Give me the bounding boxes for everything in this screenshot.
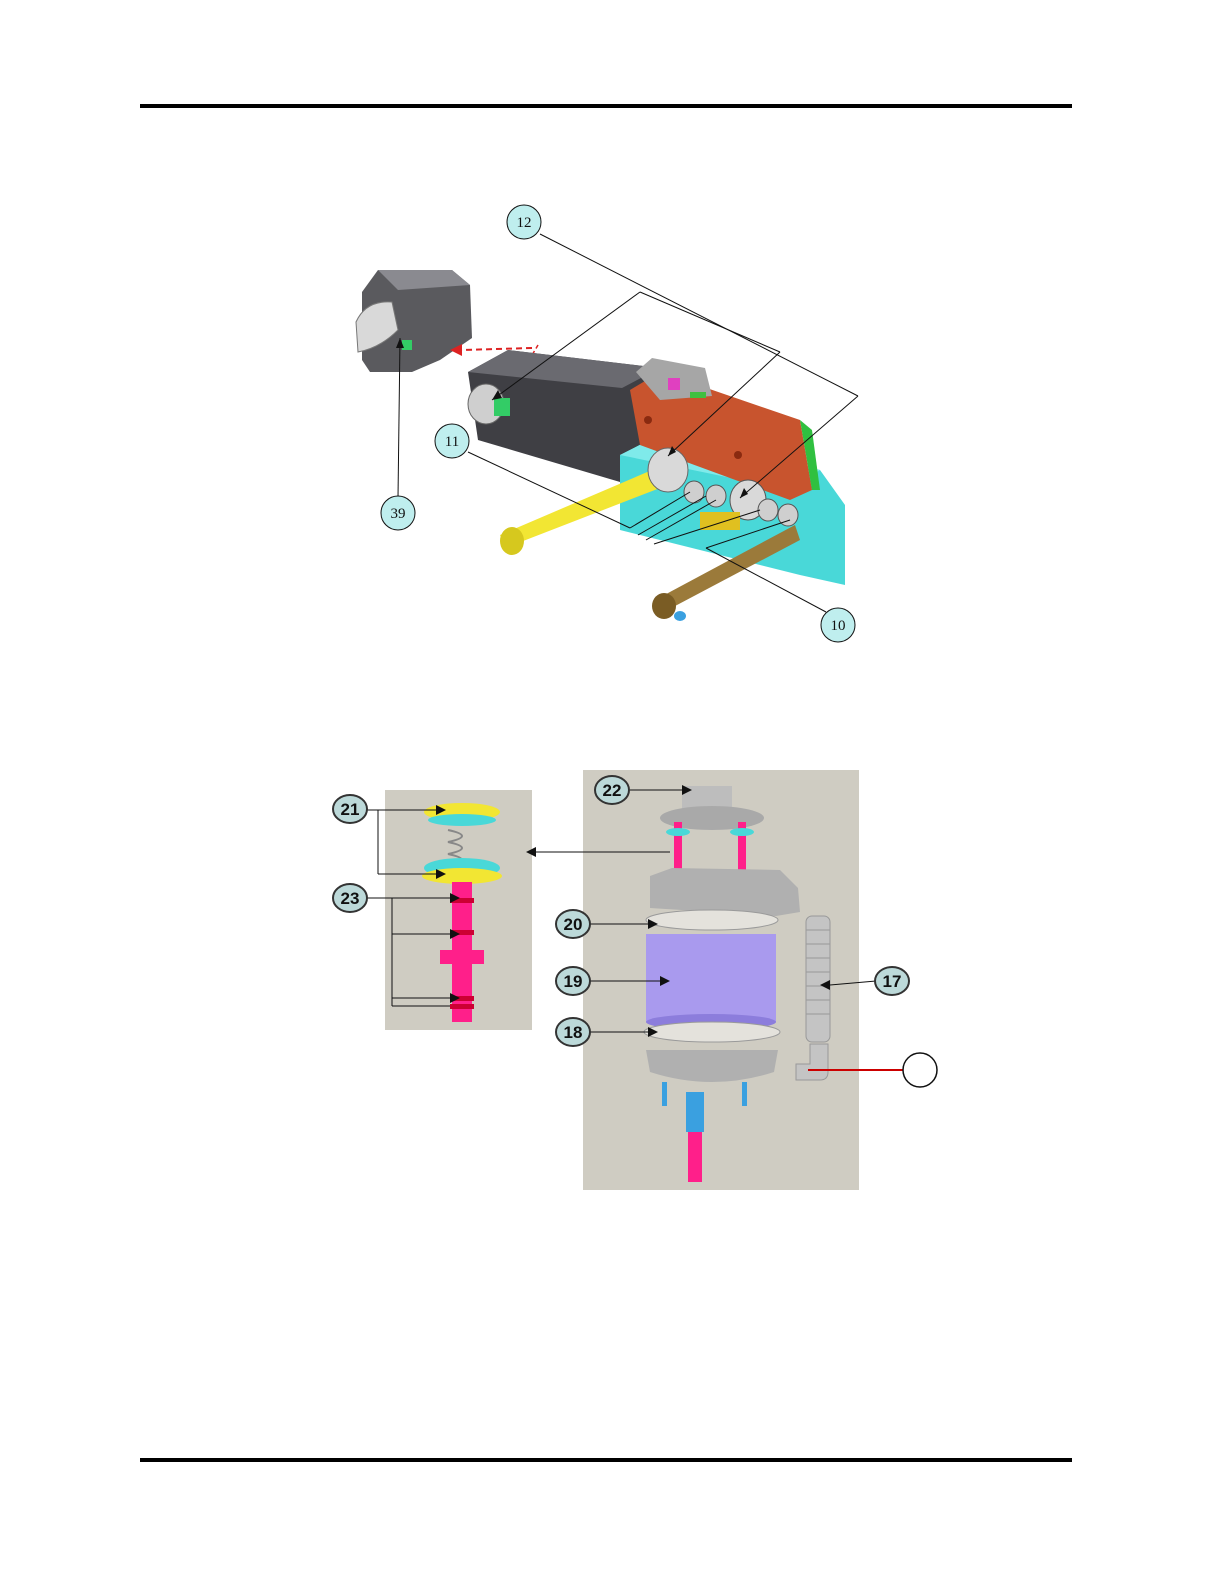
callout-18: 18 [556,1018,590,1046]
svg-text:21: 21 [341,800,360,819]
svg-text:18: 18 [564,1023,583,1042]
callout-17: 17 [875,967,909,995]
callout-39: 39 [381,496,415,530]
svg-text:39: 39 [391,506,406,522]
callout-21: 21 [333,795,367,823]
callout-12: 12 [507,205,541,239]
svg-text:22: 22 [603,781,622,800]
top-exploded-view: 12 11 39 10 [356,205,858,642]
svg-text:23: 23 [341,889,360,908]
svg-text:10: 10 [831,618,846,634]
assembly-direction-arrow [462,348,532,350]
callout-10: 10 [821,608,855,642]
end-cap-part [356,270,472,372]
callout-23: 23 [333,884,367,912]
svg-text:12: 12 [517,215,532,231]
callout-empty [903,1053,937,1087]
svg-text:20: 20 [564,915,583,934]
svg-text:11: 11 [445,434,459,450]
callout-20: 20 [556,910,590,938]
callout-11: 11 [435,424,469,458]
bottom-exploded-view: 21 23 22 20 19 18 17 [333,770,937,1190]
callout-22: 22 [595,776,629,804]
callout-19: 19 [556,967,590,995]
svg-text:19: 19 [564,972,583,991]
svg-text:17: 17 [883,972,902,991]
